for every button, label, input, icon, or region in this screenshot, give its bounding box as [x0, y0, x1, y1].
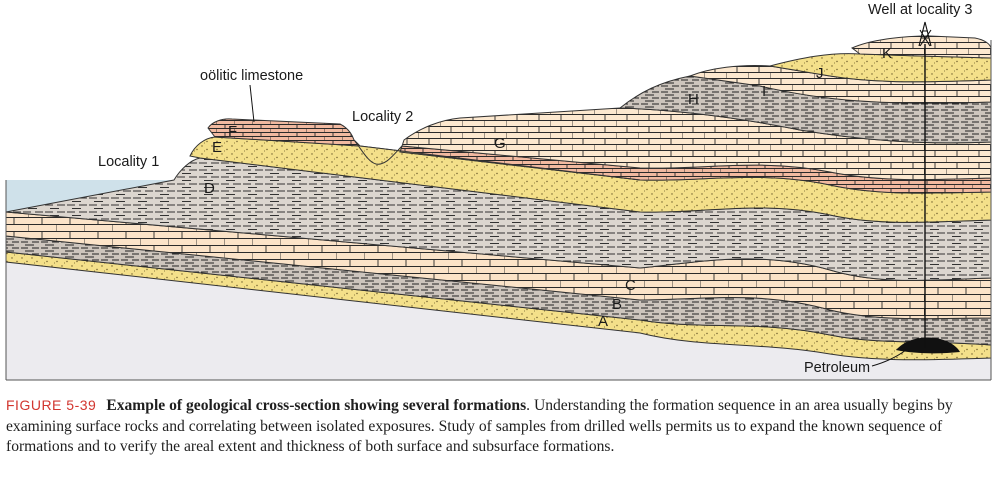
label-locality-2: Locality 2	[352, 109, 413, 125]
label-oolitic-limestone: oölitic limestone	[200, 68, 303, 84]
figure-caption: FIGURE 5-39 Example of geological cross-s…	[6, 395, 992, 458]
label-locality-1: Locality 1	[98, 154, 159, 170]
formation-label-b: B	[612, 296, 622, 313]
label-petroleum: Petroleum	[804, 360, 870, 376]
formation-label-a: A	[598, 313, 608, 330]
formation-label-h: H	[688, 91, 699, 108]
formation-label-i: I	[762, 83, 766, 100]
formation-label-e: E	[212, 139, 222, 156]
formation-label-d: D	[204, 180, 215, 197]
figure-title: Example of geological cross-section show…	[106, 397, 527, 414]
geologic-cross-section: A B C D E F G H I J K oölitic limestone …	[5, 2, 992, 381]
label-well-at-locality-3: Well at locality 3	[868, 2, 973, 18]
formation-k-layer	[851, 35, 992, 59]
petroleum-deposit	[896, 337, 960, 354]
pointer-petroleum	[871, 349, 907, 367]
figure-caption-body: . Understanding the formation sequence i…	[6, 397, 953, 455]
formation-label-k: K	[882, 45, 892, 62]
formation-label-j: J	[816, 65, 824, 82]
formation-label-g: G	[494, 135, 506, 152]
derrick-icon	[918, 21, 932, 47]
formation-label-f: F	[228, 123, 237, 140]
pointer-oolitic	[249, 84, 255, 123]
formation-label-c: C	[625, 277, 636, 294]
figure-number: FIGURE 5-39	[6, 397, 97, 413]
